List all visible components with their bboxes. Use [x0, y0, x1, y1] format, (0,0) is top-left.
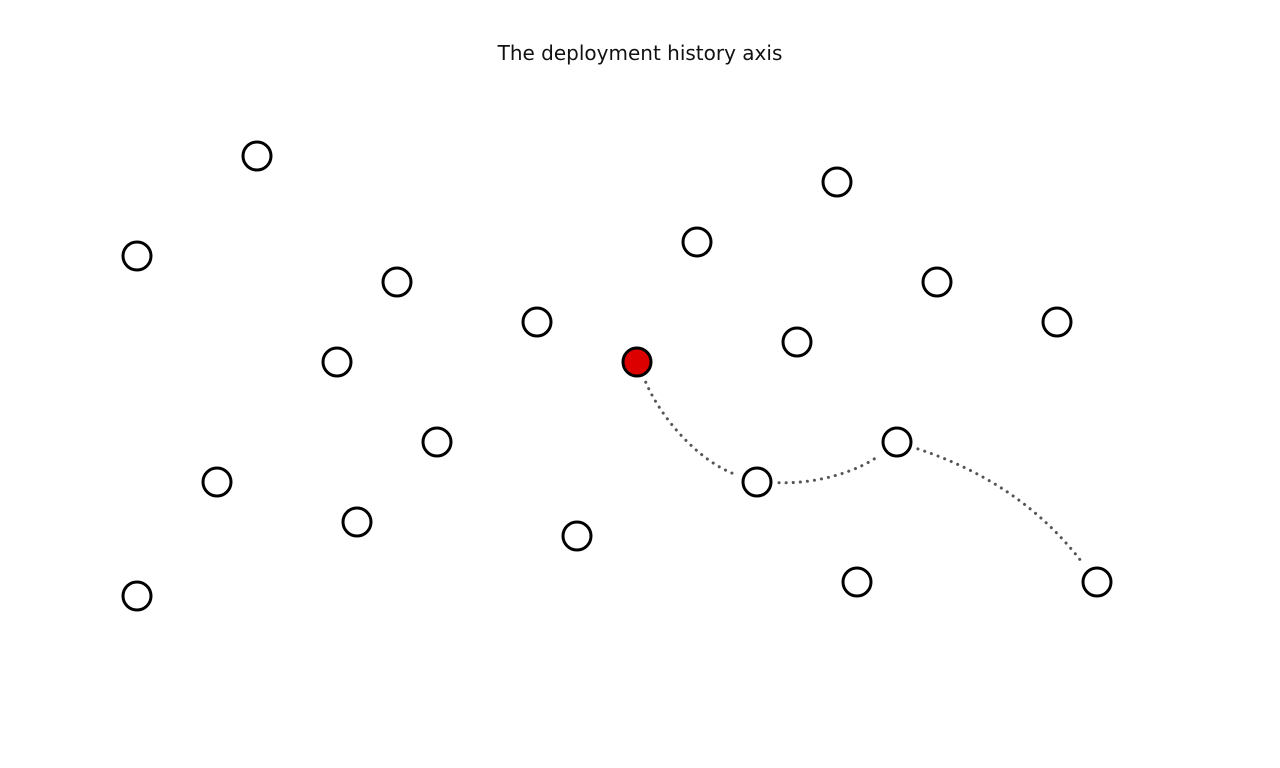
connector-n07-n16 [644, 380, 738, 477]
node-n03 [381, 266, 413, 298]
node-n11 [1041, 306, 1073, 338]
node-n15 [561, 520, 593, 552]
node-n10 [921, 266, 953, 298]
node-n08 [821, 166, 853, 198]
node-n14 [341, 506, 373, 538]
node-n17 [881, 426, 913, 458]
node-n09 [781, 326, 813, 358]
node-n16 [741, 466, 773, 498]
node-n13 [201, 466, 233, 498]
node-n18 [841, 566, 873, 598]
connector-n16-n17 [777, 453, 881, 485]
node-layer [121, 140, 1113, 612]
edge-layer [644, 380, 1086, 566]
node-n01 [241, 140, 273, 172]
node-n20 [1081, 566, 1113, 598]
node-n05 [521, 306, 553, 338]
highlighted-node [621, 346, 653, 378]
node-n12 [421, 426, 453, 458]
node-n19 [121, 580, 153, 612]
connector-n17-n21 [916, 447, 1086, 566]
node-n06 [681, 226, 713, 258]
node-n04 [321, 346, 353, 378]
node-n02 [121, 240, 153, 272]
diagram-title: The deployment history axis [497, 41, 783, 65]
